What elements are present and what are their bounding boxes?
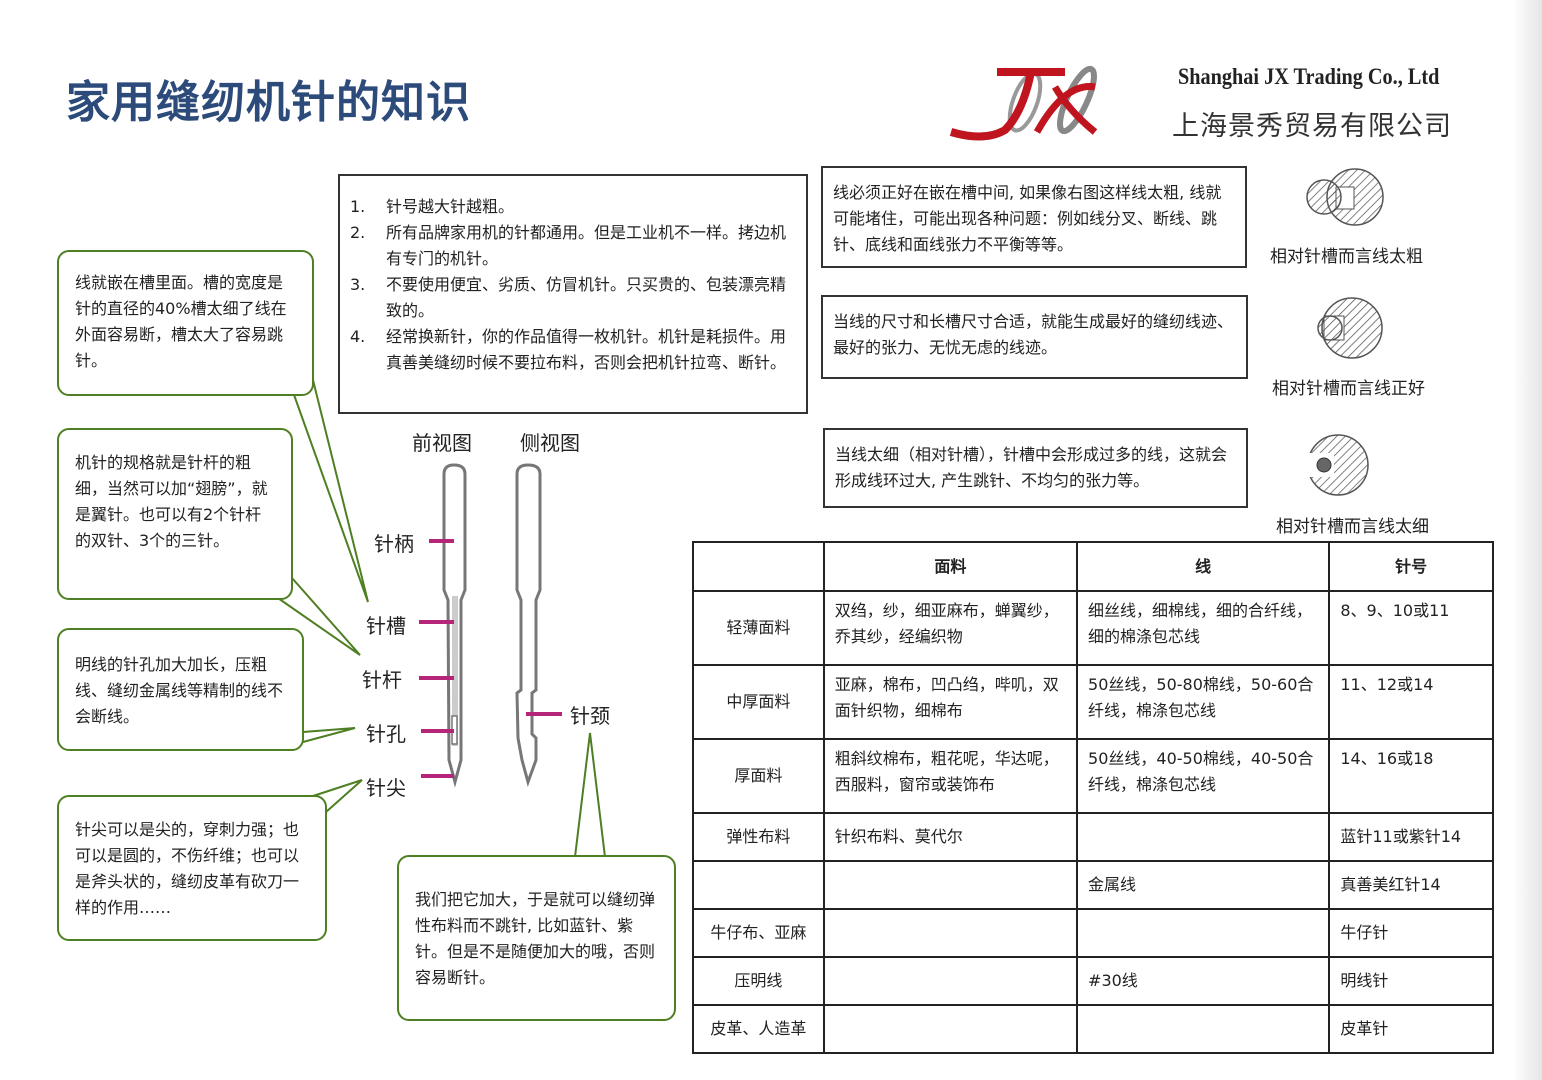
tips-box: 1. 针号越大针越粗。 2. 所有品牌家用机的针都通用。但是工业机不一样。拷边机有专… bbox=[338, 174, 808, 414]
needle-diagram bbox=[419, 463, 562, 788]
table-cell: 11、12或14 bbox=[1328, 664, 1494, 740]
tip-number: 2. bbox=[350, 223, 366, 242]
table-cell bbox=[822, 956, 1079, 1006]
table-cell bbox=[822, 908, 1079, 958]
company-name-cn: 上海景秀贸易有限公司 bbox=[1172, 111, 1452, 142]
table-cell: 50丝线，40-50棉线，40-50合纤线，棉涤包芯线 bbox=[1076, 738, 1331, 814]
tip-text: 不要使用便宜、劣质、仿冒机针。只买贵的、包装漂亮精致的。 bbox=[386, 275, 787, 320]
table-cell: 真善美红针14 bbox=[1328, 860, 1494, 910]
page-title: 家用缝纫机针的知识 bbox=[66, 77, 471, 128]
callout-eye: 明线的针孔加大加长，压粗线、缝纫金属线等精制的线不会断线。 bbox=[57, 628, 304, 751]
part-label-eye: 针孔 bbox=[366, 722, 406, 746]
header-cell: 线 bbox=[1076, 541, 1331, 592]
side-view-label: 侧视图 bbox=[520, 431, 580, 455]
header-cell: 面料 bbox=[822, 541, 1079, 592]
part-label-point: 针尖 bbox=[366, 776, 406, 800]
table-cell bbox=[822, 860, 1079, 910]
row-header bbox=[692, 860, 825, 910]
front-view-label: 前视图 bbox=[412, 431, 472, 455]
caption-right: 相对针槽而言线正好 bbox=[1272, 379, 1425, 399]
table-row: 中厚面料 亚麻，棉布，凹凸绉，哔叽，双面针织物，细棉布 50丝线，50-80棉线… bbox=[692, 664, 1494, 740]
header-cell bbox=[692, 541, 825, 592]
callout-groove: 线就嵌在槽里面。槽的宽度是针的直径的40%槽太细了线在外面容易断，槽太大了容易跳… bbox=[57, 250, 314, 396]
part-label-groove: 针槽 bbox=[366, 614, 406, 638]
header-cell: 针号 bbox=[1328, 541, 1494, 592]
table-row: 金属线 真善美红针14 bbox=[692, 860, 1494, 910]
tip-text: 经常换新针，你的作品值得一枚机针。机针是耗损件。用真善美缝纫时候不要拉布料，否则… bbox=[386, 327, 787, 372]
table-cell: #30线 bbox=[1076, 956, 1331, 1006]
row-header: 弹性布料 bbox=[692, 812, 825, 862]
table-cell: 双绉，纱，细亚麻布，蝉翼纱，乔其纱，经编织物 bbox=[822, 590, 1079, 666]
note-thread-too-thick: 线必须正好在嵌在槽中间, 如果像右图这样线太粗, 线就可能堵住，可能出现各种问题… bbox=[821, 166, 1247, 268]
thick-thread-icon bbox=[1306, 168, 1384, 226]
table-cell bbox=[1076, 1004, 1331, 1054]
row-header: 牛仔布、亚麻 bbox=[692, 908, 825, 958]
table-cell bbox=[1076, 812, 1331, 862]
tip-text: 针号越大针越粗。 bbox=[386, 197, 515, 216]
right-thread-icon bbox=[1317, 297, 1383, 359]
part-label-shaft: 针杆 bbox=[362, 668, 402, 692]
tip-item: 3. 不要使用便宜、劣质、仿冒机针。只买贵的、包装漂亮精致的。 bbox=[350, 272, 796, 324]
table-row: 轻薄面料 双绉，纱，细亚麻布，蝉翼纱，乔其纱，经编织物 细丝线，细棉线，细的合纤… bbox=[692, 590, 1494, 666]
table-cell: 14、16或18 bbox=[1328, 738, 1494, 814]
groove-cross-sections bbox=[1306, 168, 1384, 496]
part-label-scarf: 针颈 bbox=[570, 704, 610, 728]
row-header: 皮革、人造革 bbox=[692, 1004, 825, 1054]
tip-number: 1. bbox=[350, 197, 366, 216]
part-label-shank: 针柄 bbox=[374, 532, 414, 556]
table-row: 弹性布料 针织布料、莫代尔 蓝针11或紫针14 bbox=[692, 812, 1494, 862]
table-header-row: 面料 线 针号 bbox=[692, 541, 1494, 592]
table-row: 厚面料 粗斜纹棉布，粗花呢，华达呢，西服料，窗帘或装饰布 50丝线，40-50棉… bbox=[692, 738, 1494, 814]
row-header: 压明线 bbox=[692, 956, 825, 1006]
table-cell: 针织布料、莫代尔 bbox=[822, 812, 1079, 862]
table-row: 牛仔布、亚麻 牛仔针 bbox=[692, 908, 1494, 958]
callout-scarf: 我们把它加大，于是就可以缝纫弹性布料而不跳针, 比如蓝针、紫针。但是不是随便加大… bbox=[397, 855, 676, 1021]
tip-item: 1. 针号越大针越粗。 bbox=[350, 194, 796, 220]
side-needle bbox=[515, 463, 542, 787]
table-cell: 明线针 bbox=[1328, 956, 1494, 1006]
company-name-en: Shanghai JX Trading Co., Ltd bbox=[1178, 64, 1440, 89]
groove-stripe bbox=[452, 596, 458, 746]
jx-logo bbox=[949, 65, 1098, 141]
table-cell: 粗斜纹棉布，粗花呢，华达呢，西服料，窗帘或装饰布 bbox=[822, 738, 1079, 814]
row-header: 中厚面料 bbox=[692, 664, 825, 740]
thin-thread-icon bbox=[1306, 434, 1369, 496]
table-cell: 细丝线，细棉线，细的合纤线，细的棉涤包芯线 bbox=[1076, 590, 1331, 666]
table-cell: 蓝针11或紫针14 bbox=[1328, 812, 1494, 862]
table-cell: 8、9、10或11 bbox=[1328, 590, 1494, 666]
callout-point: 针尖可以是尖的，穿刺力强；也可以是圆的，不伤纤维；也可以是斧头状的，缝纫皮革有砍… bbox=[57, 795, 327, 941]
table-cell bbox=[1076, 908, 1331, 958]
tip-number: 3. bbox=[350, 275, 366, 294]
table-cell: 金属线 bbox=[1076, 860, 1331, 910]
table-cell: 皮革针 bbox=[1328, 1004, 1494, 1054]
tip-item: 4. 经常换新针，你的作品值得一枚机针。机针是耗损件。用真善美缝纫时候不要拉布料，… bbox=[350, 324, 796, 376]
caption-too-thin: 相对针槽而言线太细 bbox=[1276, 517, 1429, 537]
note-thread-right: 当线的尺寸和长槽尺寸合适，就能生成最好的缝纫线迹、最好的张力、无忧无虑的线迹。 bbox=[821, 295, 1248, 379]
callout-shaft: 机针的规格就是针杆的粗细，当然可以加“翅膀”，就是翼针。也可以有2个针杆的双针、… bbox=[57, 428, 293, 600]
note-thread-too-thin: 当线太细（相对针槽），针槽中会形成过多的线，这就会形成线环过大, 产生跳针、不均… bbox=[823, 428, 1248, 508]
table-cell: 亚麻，棉布，凹凸绉，哔叽，双面针织物，细棉布 bbox=[822, 664, 1079, 740]
row-header: 轻薄面料 bbox=[692, 590, 825, 666]
caption-too-thick: 相对针槽而言线太粗 bbox=[1270, 247, 1423, 267]
tip-item: 2. 所有品牌家用机的针都通用。但是工业机不一样。拷边机有专门的机针。 bbox=[350, 220, 796, 272]
needle-selection-table: 面料 线 针号 轻薄面料 双绉，纱，细亚麻布，蝉翼纱，乔其纱，经编织物 细丝线，… bbox=[692, 541, 1494, 1054]
tip-text: 所有品牌家用机的针都通用。但是工业机不一样。拷边机有专门的机针。 bbox=[386, 223, 787, 268]
row-header: 厚面料 bbox=[692, 738, 825, 814]
table-cell: 牛仔针 bbox=[1328, 908, 1494, 958]
table-cell: 50丝线，50-80棉线，50-60合纤线，棉涤包芯线 bbox=[1076, 664, 1331, 740]
page-edge-shadow bbox=[1512, 0, 1542, 1080]
table-row: 压明线 #30线 明线针 bbox=[692, 956, 1494, 1006]
table-row: 皮革、人造革 皮革针 bbox=[692, 1004, 1494, 1054]
table-cell bbox=[822, 1004, 1079, 1054]
tip-number: 4. bbox=[350, 327, 366, 346]
